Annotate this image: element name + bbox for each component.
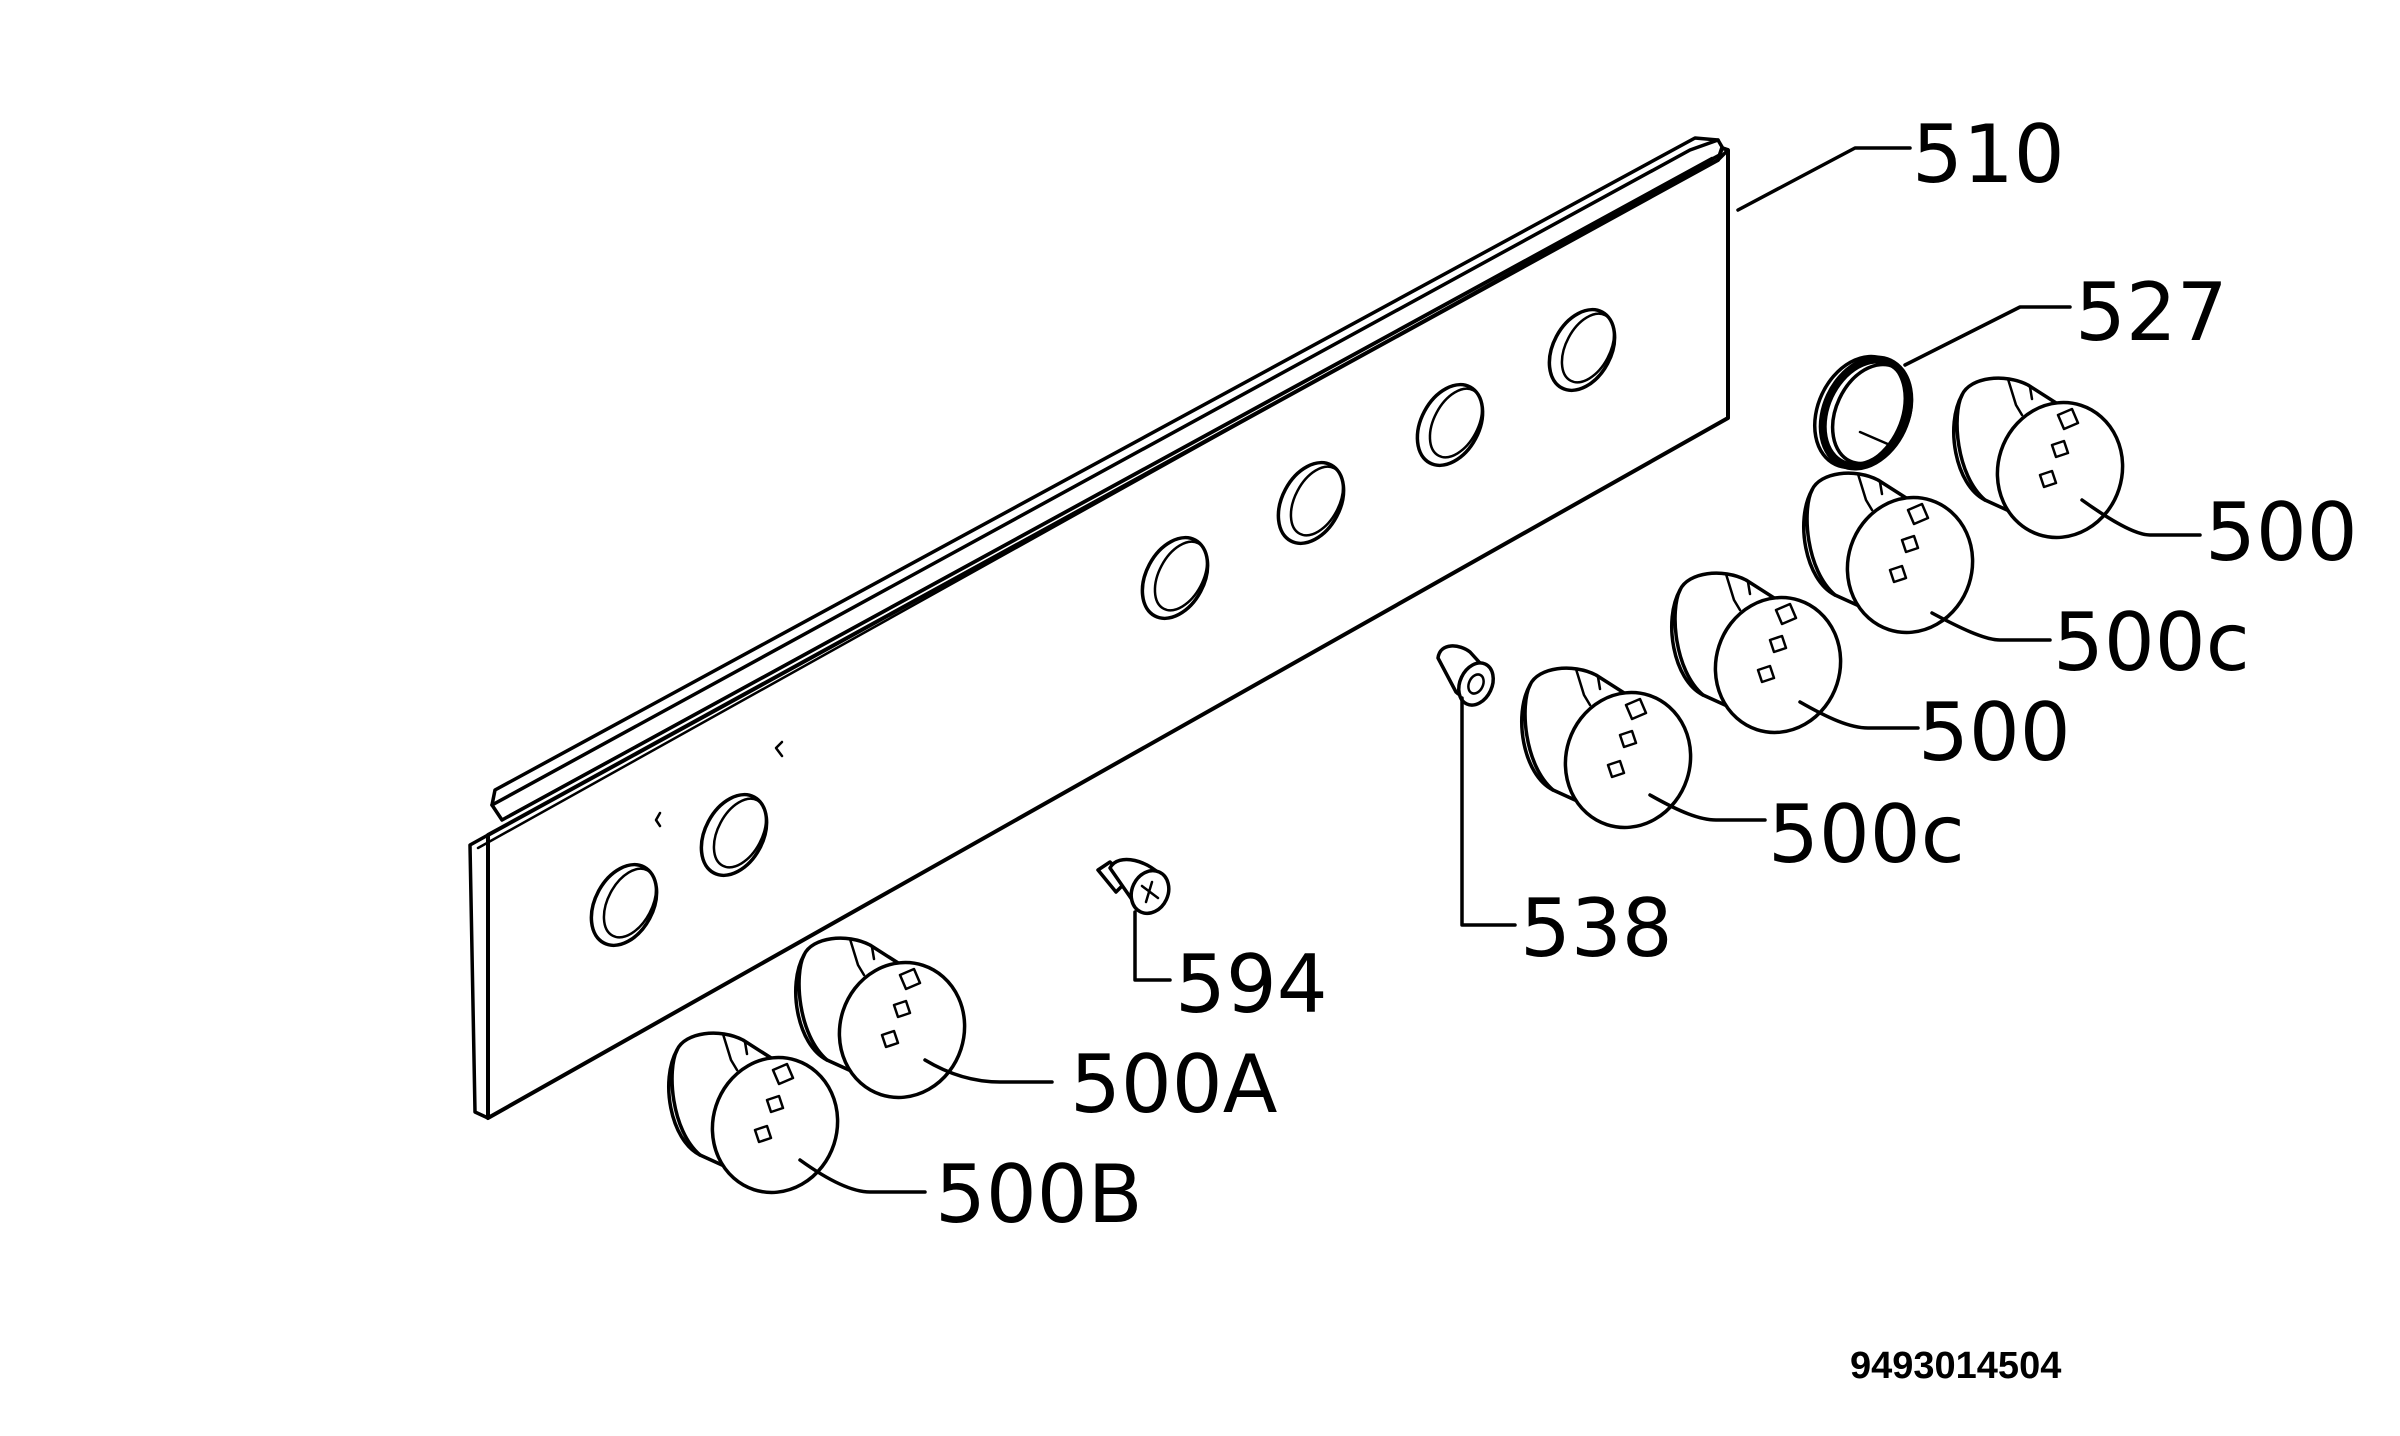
callout-500c: 500c [2053,596,2250,689]
callout-500a: 500A [1070,1038,1278,1131]
knob-1 [1951,376,2142,556]
drawing-number: 9493014504 [1850,1345,2061,1387]
callout-538: 538 [1520,882,1673,975]
panel-hole [1276,460,1346,546]
knob-4 [1519,666,1710,846]
spacer [1436,644,1495,707]
panel-hole [1415,382,1485,468]
ring [1812,354,1914,471]
screw [1096,857,1171,916]
indicator-mark [774,740,784,758]
panel-hole [1140,535,1210,621]
callout-510: 510 [1912,108,2065,201]
knob-3 [1669,571,1860,751]
callout-527: 527 [2075,266,2228,359]
callout-500: 500 [2205,486,2358,579]
indicator-mark [654,811,662,828]
control-panel [468,136,1730,1120]
callout-500c: 500c [1768,788,1965,881]
callout-594: 594 [1175,938,1328,1031]
knob-2 [1801,471,1992,651]
callout-500: 500 [1918,686,2071,779]
panel-hole [1547,307,1617,393]
panel-hole [589,862,659,948]
callout-500b: 500B [935,1148,1143,1241]
panel-hole [699,792,769,878]
leader-lines [798,146,2202,1194]
